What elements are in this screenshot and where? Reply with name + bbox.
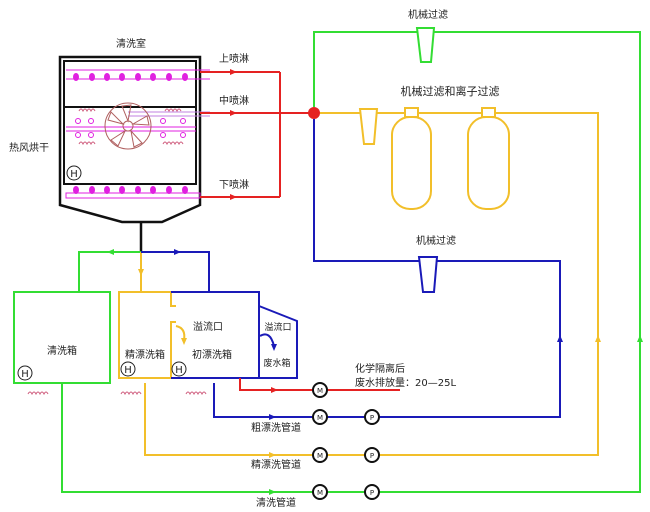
arrow-icon xyxy=(557,335,563,342)
spray-bar-bottom xyxy=(65,186,201,199)
clean-tank-label: 清洗箱 xyxy=(47,344,77,357)
arrow-icon xyxy=(230,194,237,200)
arrow-icon xyxy=(230,110,237,116)
first-rinse-tank: 溢流口 初漂洗箱 H xyxy=(171,291,260,396)
arrow-icon xyxy=(269,452,276,458)
spray-bottom-label: 下喷淋 xyxy=(219,178,249,191)
valve-icon[interactable]: M xyxy=(312,382,328,398)
pump-icon[interactable]: P xyxy=(364,484,380,500)
fine-rinse-tank: 精漂洗箱 H xyxy=(118,291,187,396)
coarse-rinse-pump-row: M P 粗漂洗管道 xyxy=(251,409,380,434)
waste-discharge-line: M 化学隔离后 废水排放量：20—25L xyxy=(239,362,456,398)
arrow-icon xyxy=(637,335,643,342)
arrow-icon xyxy=(271,387,278,393)
filter-icon xyxy=(358,108,379,145)
waste-tank: 溢流口 废水箱 xyxy=(258,305,298,379)
spray-bar-middle xyxy=(66,108,210,146)
filter-blue-label: 机械过滤 xyxy=(416,234,456,247)
waste-note-line1: 化学隔离后 xyxy=(355,362,405,375)
overflow-arrow-icon xyxy=(259,333,275,347)
overflow-label-1: 溢流口 xyxy=(193,320,223,333)
heater-coil-icon xyxy=(120,391,142,396)
heater-icon-clean-tank: H xyxy=(17,365,33,381)
fine-rinse-pump-row: M P 精漂洗管道 xyxy=(251,447,380,471)
heater-icon-fine-tank: H xyxy=(120,361,136,377)
arrow-icon xyxy=(269,489,276,495)
waste-note-line2: 废水排放量：20—25L xyxy=(355,376,456,389)
svg-text:M: M xyxy=(317,452,323,460)
fine-rinse-tank-label: 精漂洗箱 xyxy=(125,348,165,361)
heater-coil-icon xyxy=(185,391,207,396)
svg-text:H: H xyxy=(175,365,183,376)
arrow-icon xyxy=(269,414,276,420)
overflow-arrow-icon xyxy=(175,325,186,341)
chamber-label: 清洗室 xyxy=(116,37,146,50)
spray-top-label: 上喷淋 xyxy=(219,52,249,65)
heater-coil-icon xyxy=(27,391,49,396)
valve-icon[interactable]: M xyxy=(312,447,328,463)
heater-coil-upper-left xyxy=(78,108,96,113)
clean-tank: 清洗箱 H xyxy=(13,291,111,396)
svg-text:H: H xyxy=(70,169,78,180)
svg-text:P: P xyxy=(370,414,374,422)
filter-green-label: 机械过滤 xyxy=(408,8,448,21)
svg-text:H: H xyxy=(21,369,29,380)
pipe-clean-label: 清洗管道 xyxy=(256,496,296,509)
arrow-icon xyxy=(174,249,181,255)
spray-nozzles-top xyxy=(73,73,188,81)
heater-icon-first-tank: H xyxy=(171,361,187,377)
pipe-fine-label: 精漂洗管道 xyxy=(251,458,301,471)
spray-mid-label: 中喷淋 xyxy=(219,94,249,107)
filter-yellow-label: 机械过滤和离子过滤 xyxy=(401,84,500,98)
heater-coil-lower-right xyxy=(162,141,184,146)
overflow-label-2: 溢流口 xyxy=(264,321,291,333)
fan-icon xyxy=(104,102,152,150)
clean-pipe-loop xyxy=(61,31,641,493)
ion-tank-cap xyxy=(481,107,496,118)
arrow-icon xyxy=(138,269,144,276)
cleaning-chamber: 清洗室 xyxy=(9,37,210,252)
spray-nozzles-bottom xyxy=(73,186,188,194)
valve-icon[interactable]: M xyxy=(312,484,328,500)
arrow-icon xyxy=(595,335,601,342)
ion-exchange-tank-1 xyxy=(391,116,432,210)
pump-icon[interactable]: P xyxy=(364,447,380,463)
heater-coil-upper-right xyxy=(164,108,182,113)
spray-supply-lines xyxy=(200,69,314,200)
pump-icon[interactable]: P xyxy=(364,409,380,425)
heater-icon-chamber: H xyxy=(66,165,82,181)
arrow-icon xyxy=(230,69,237,75)
mech-filter-green: 机械过滤 xyxy=(408,8,448,63)
waste-tank-label: 废水箱 xyxy=(263,357,290,369)
junction-node xyxy=(308,107,320,119)
spray-nozzles-middle xyxy=(75,118,186,138)
ion-exchange-tank-2 xyxy=(467,116,510,210)
mech-filter-blue: 机械过滤 xyxy=(416,234,456,293)
valve-icon[interactable]: M xyxy=(312,409,328,425)
svg-text:P: P xyxy=(370,452,374,460)
spray-bar-top xyxy=(66,69,210,81)
heater-coil-lower-left xyxy=(78,141,96,146)
chamber-outer-wall xyxy=(58,55,202,224)
pipe-coarse-label: 粗漂洗管道 xyxy=(251,421,301,434)
ion-filter-group: 机械过滤和离子过滤 xyxy=(358,84,510,210)
svg-text:M: M xyxy=(317,387,323,395)
svg-text:H: H xyxy=(124,365,132,376)
filter-icon xyxy=(417,256,439,293)
first-rinse-tank-label: 初漂洗箱 xyxy=(192,348,232,361)
chamber-inner-wall xyxy=(63,60,197,185)
arrow-icon xyxy=(107,249,114,255)
svg-text:M: M xyxy=(317,489,323,497)
svg-text:P: P xyxy=(370,489,374,497)
filter-icon xyxy=(415,27,436,63)
ion-tank-cap xyxy=(404,107,419,118)
clean-pump-row: M P 清洗管道 xyxy=(256,484,380,509)
svg-text:M: M xyxy=(317,414,323,422)
hot-air-dry-label: 热风烘干 xyxy=(9,141,49,154)
